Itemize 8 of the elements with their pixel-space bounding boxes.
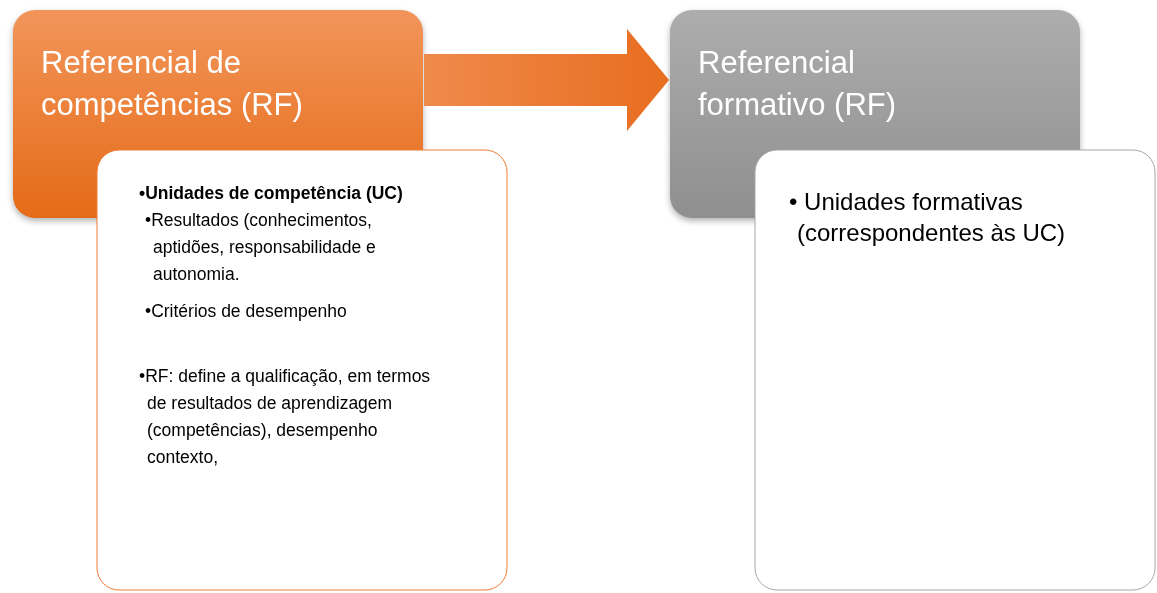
block-arrow [424, 29, 669, 131]
bullet-text: •Resultados (conhecimentos, aptidões, responsabilidade e autonomia. [145, 209, 377, 286]
bullet-text: •RF: define a qualificação, em termos de resultados de aprendizagem (competências), desempenho contexto, [139, 365, 432, 469]
bullet-text: •Unidades de competência (UC) [139, 182, 404, 205]
heading-text: Referencial formativo (RF) [698, 44, 898, 124]
bullet-text: •Critérios de desempenho [145, 300, 348, 323]
heading-text: Referencial de competências (RF) [41, 44, 304, 124]
bullet-text: • Unidades formativas (correspondentes às UC) [789, 187, 1067, 248]
